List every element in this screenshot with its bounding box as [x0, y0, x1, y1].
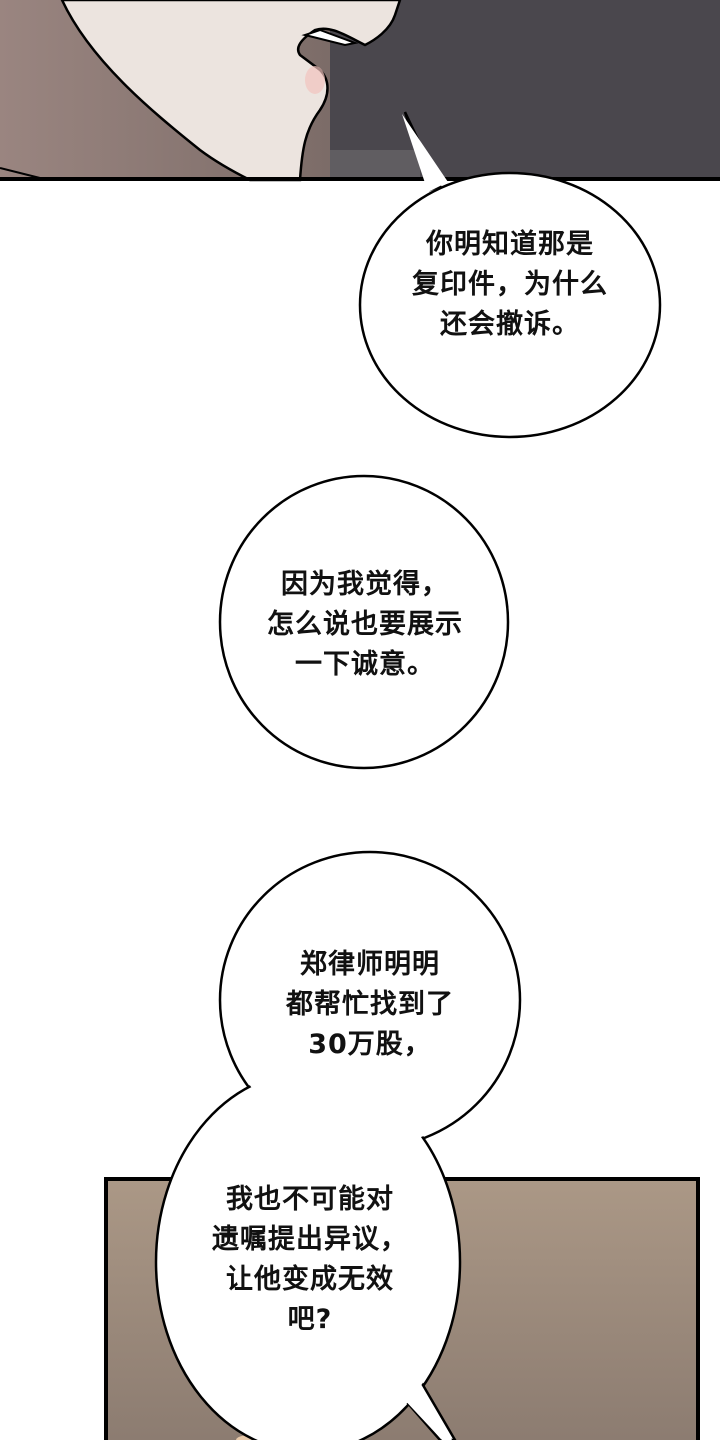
bubble-line: 怎么说也要展示 [267, 609, 463, 640]
bubble-line: 我也不可能对 [226, 1184, 394, 1215]
bubble-line: 郑律师明明 [300, 949, 440, 980]
speech-bubble-1 [358, 111, 662, 439]
bubble-line: 30万股， [308, 1029, 432, 1060]
bubble-2-text: 因为我觉得， 怎么说也要展示 一下诚意。 [225, 565, 505, 685]
bubble-body [358, 171, 662, 439]
speech-bubble-3-4 [154, 850, 522, 1440]
bubble-line: 还会撤诉。 [440, 309, 580, 340]
bubble-line: 一下诚意。 [295, 649, 435, 680]
collar-line [0, 167, 41, 179]
bubble-line: 因为我觉得， [281, 569, 449, 600]
bubble-line: 都帮忙找到了 [286, 989, 454, 1020]
top-panel [0, 0, 720, 182]
character-mouth [301, 28, 359, 47]
bubble-fill [222, 854, 518, 1146]
bubble-4-text: 我也不可能对 遗嘱提出异议， 让他变成无效 吧? [180, 1180, 440, 1340]
panel-border [0, 177, 720, 181]
character-face [60, 0, 402, 182]
bubble-line: 吧? [287, 1304, 333, 1335]
bubble-line: 遗嘱提出异议， [212, 1224, 408, 1255]
bubble-line: 你明知道那是 [426, 229, 594, 260]
character-blush [305, 66, 325, 94]
bubble-tail-fill [400, 1385, 452, 1440]
bubble-tail-fill [402, 114, 448, 192]
bubble-fill [158, 1074, 458, 1440]
bubble-line: 复印件，为什么 [412, 269, 608, 300]
speech-bubble-2 [218, 474, 510, 770]
bubble-body [218, 474, 510, 770]
bubble-3-text: 郑律师明明 都帮忙找到了 30万股， [230, 945, 510, 1065]
bubble-1-text: 你明知道那是 复印件，为什么 还会撤诉。 [370, 225, 650, 345]
bubble-line: 让他变成无效 [226, 1264, 394, 1295]
